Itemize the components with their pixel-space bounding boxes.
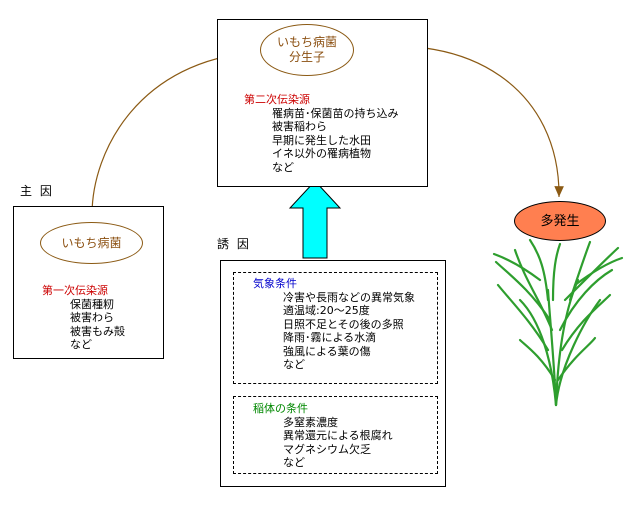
rice-plant-icon — [492, 238, 624, 407]
weather-item: など — [283, 358, 305, 371]
spore-ellipse: いもち病菌 分生子 — [260, 24, 354, 76]
weather-item: 冷害や長雨などの異常気象 — [283, 290, 415, 304]
weather-item: 適温域:20～25度 — [283, 304, 370, 317]
weather-item: 降雨･霧による水滴 — [283, 331, 377, 344]
pathogen-label: いもち病菌 — [61, 235, 122, 250]
outbreak-ellipse: 多発生 — [514, 201, 606, 241]
main-cause-heading: 主 因 — [20, 184, 54, 198]
plant-conditions-box — [233, 396, 438, 474]
pathogen-ellipse: いもち病菌 — [40, 222, 143, 264]
weather-list: 気象条件 冷害や長雨などの異常気象 適温域:20～25度 日照不足とその後の多照… — [253, 277, 415, 372]
arrow-primary-to-spore — [91, 47, 259, 216]
secondary-source-title: 第二次伝染源 — [244, 93, 310, 106]
secondary-item: イネ以外の罹病植物 — [272, 147, 371, 160]
primary-item: 保菌種籾 — [70, 297, 114, 311]
plant-item: 異常還元による根腐れ — [283, 429, 393, 442]
plant-item: など — [283, 456, 305, 469]
weather-item: 日照不足とその後の多照 — [283, 317, 404, 331]
secondary-source-box — [217, 19, 428, 187]
primary-source-title: 第一次伝染源 — [42, 284, 108, 297]
secondary-item: など — [272, 160, 294, 174]
plant-title: 稲体の条件 — [253, 402, 308, 415]
primary-item: 被害もみ殻 — [70, 324, 125, 338]
secondary-item: 被害稲わら — [272, 120, 327, 133]
secondary-source-list: 第二次伝染源 罹病苗･保菌苗の持ち込み 被害稲わら 早期に発生した水田 イネ以外… — [244, 93, 399, 174]
inducing-box — [220, 260, 446, 487]
spore-line2: 分生子 — [288, 50, 325, 64]
primary-item: など — [70, 338, 92, 351]
spore-line1: いもち病菌 — [276, 35, 337, 49]
outbreak-label: 多発生 — [540, 213, 580, 229]
plant-list: 稲体の条件 多窒素濃度 異常還元による根腐れ マグネシウム欠乏 など — [253, 402, 393, 470]
weather-title: 気象条件 — [253, 277, 297, 290]
weather-item: 強風による葉の傷 — [283, 344, 371, 358]
plant-item: マグネシウム欠乏 — [283, 442, 371, 456]
secondary-item: 罹病苗･保菌苗の持ち込み — [272, 106, 399, 120]
secondary-item: 早期に発生した水田 — [272, 133, 371, 147]
inducing-heading: 誘 因 — [217, 237, 251, 251]
weather-conditions-box — [233, 272, 438, 384]
primary-source-list: 第一次伝染源 保菌種籾 被害わら 被害もみ殻 など — [42, 284, 125, 352]
primary-item: 被害わら — [70, 311, 114, 324]
inducing-cyan-arrow — [288, 180, 342, 259]
plant-item: 多窒素濃度 — [283, 415, 338, 429]
